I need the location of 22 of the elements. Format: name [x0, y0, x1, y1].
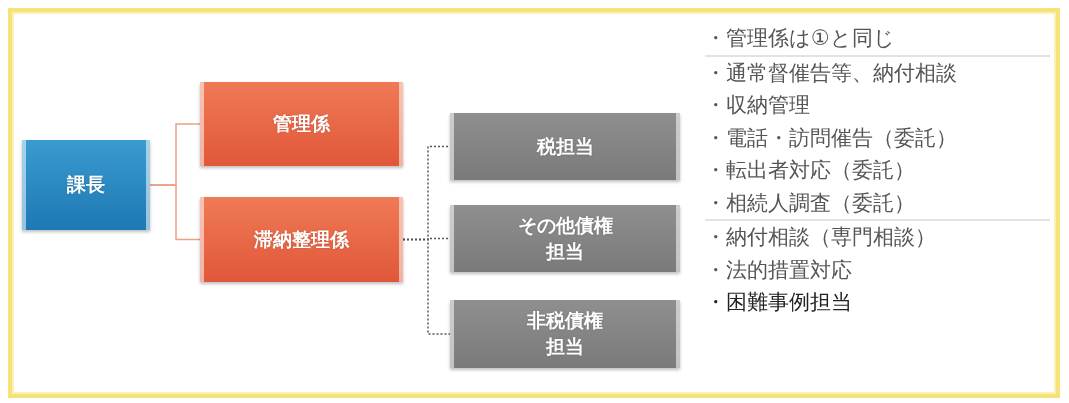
- org-box: [450, 205, 680, 272]
- duty-item: ・相続人調査（委託）: [705, 186, 1050, 221]
- org-box: [450, 113, 680, 180]
- node-label: その他債権担当: [516, 212, 614, 264]
- node-label: 管理係: [273, 111, 330, 137]
- node-label: 課長: [67, 172, 105, 198]
- duty-item: ・電話・訪問催告（委託）: [705, 124, 958, 152]
- org-box: [200, 82, 403, 166]
- duty-item: ・納付相談（専門相談）: [705, 224, 937, 251]
- duty-item: ・法的措置対応: [705, 256, 853, 284]
- connector-line: [149, 184, 201, 241]
- node-label: 税担当: [536, 133, 594, 159]
- duty-item: ・通常督催告等、納付相談: [705, 59, 958, 87]
- org-box: [22, 140, 150, 230]
- node-label: 非税債権担当: [526, 308, 604, 359]
- node-label: 滞納整理係: [254, 226, 349, 252]
- duty-item: ・転出者対応（委託）: [705, 157, 916, 184]
- duty-item: ・収納管理: [705, 92, 811, 119]
- org-box: [450, 300, 680, 368]
- duty-item: ・管理係は①と同じ: [705, 22, 1050, 57]
- duty-item: ・困難事例担当: [705, 289, 853, 316]
- org-box: [200, 197, 403, 282]
